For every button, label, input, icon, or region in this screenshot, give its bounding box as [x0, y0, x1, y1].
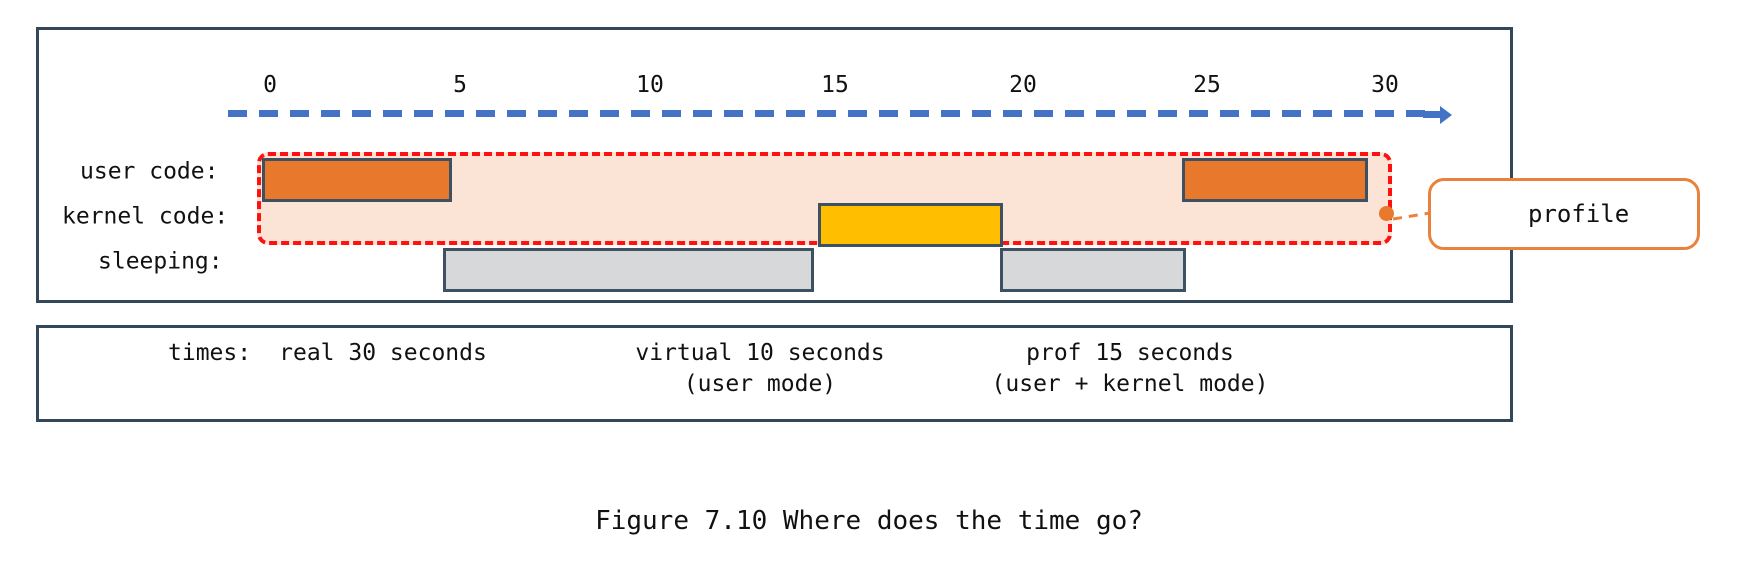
- times-real-main: real 30 seconds: [279, 340, 487, 366]
- axis-arrow-icon: [1423, 106, 1452, 124]
- axis-dashed-line: [228, 110, 1430, 117]
- bar-user-code-0-5: [262, 158, 452, 202]
- bar-kernel-code-15-20: [818, 203, 1003, 247]
- profile-callout-label: profile: [1528, 200, 1630, 228]
- row-label-kernel-code: kernel code:: [62, 203, 229, 230]
- times-panel: [36, 325, 1513, 422]
- times-virtual-main: virtual 10 seconds: [635, 340, 885, 366]
- bar-user-code-25-30: [1182, 158, 1368, 202]
- row-label-sleeping: sleeping:: [98, 248, 223, 275]
- times-virtual-sub: (user mode): [683, 371, 837, 398]
- time-axis: [228, 104, 1478, 126]
- times-entry-virtual: virtual 10 seconds (user mode): [635, 338, 884, 400]
- figure-caption: Figure 7.10 Where does the time go?: [595, 506, 1143, 536]
- bar-sleeping-5-15: [443, 248, 814, 292]
- callout-anchor-dot: [1379, 206, 1394, 221]
- row-label-user-code: user code:: [80, 158, 219, 185]
- bar-sleeping-20-25: [1000, 248, 1186, 292]
- profile-callout-box: profile: [1428, 178, 1700, 250]
- times-prof-sub: (user + kernel mode): [991, 371, 1269, 398]
- times-prof-main: prof 15 seconds: [1026, 340, 1234, 366]
- times-label: times:: [168, 340, 252, 366]
- times-entry-prof: prof 15 seconds (user + kernel mode): [992, 338, 1269, 400]
- times-entry-real: real 30 seconds: [279, 338, 487, 369]
